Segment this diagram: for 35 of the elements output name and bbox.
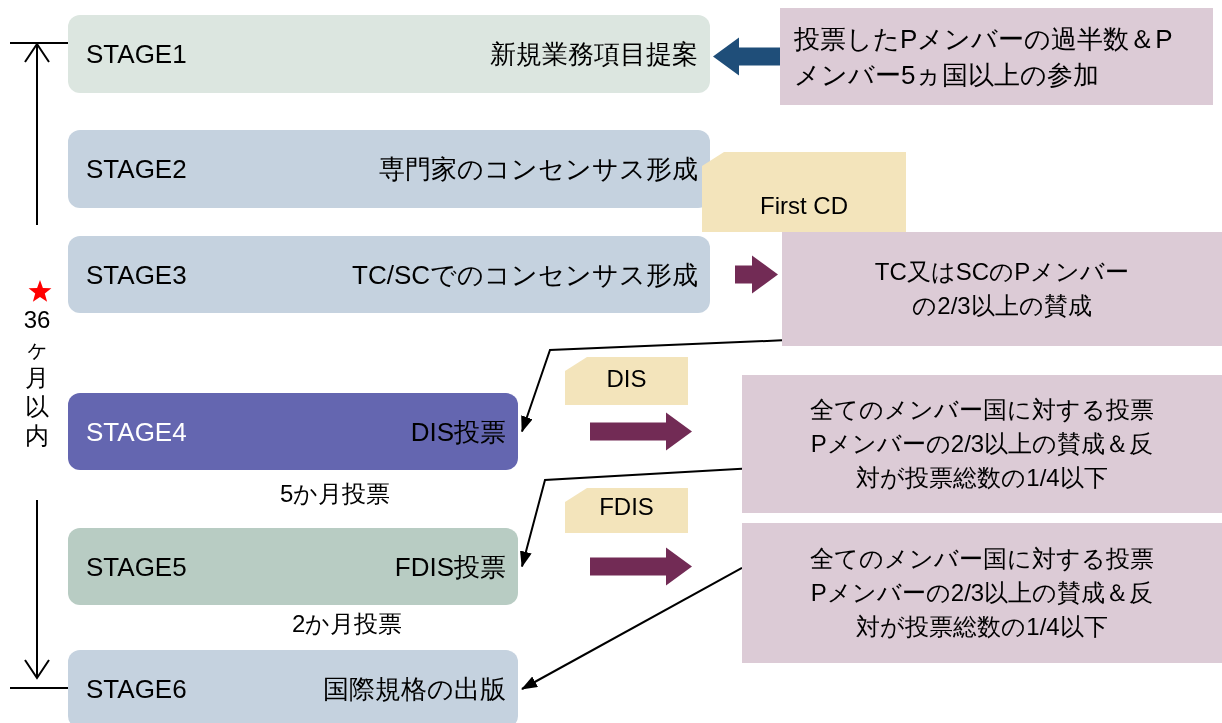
- arrow: [521, 566, 743, 690]
- condition-box: 全てのメンバー国に対する投票Pメンバーの2/3以上の賛成＆反対が投票総数の1/4以下: [742, 523, 1222, 663]
- condition-box: 全てのメンバー国に対する投票Pメンバーの2/3以上の賛成＆反対が投票総数の1/4以下: [742, 375, 1222, 513]
- stage-title: 国際規格の出版: [323, 672, 506, 706]
- stage-box: [68, 393, 518, 470]
- stage-label: STAGE5: [86, 551, 187, 582]
- duration-label: 36ヶ月以内: [22, 305, 52, 450]
- stage-title: 新規業務項目提案: [490, 37, 698, 71]
- duration-text: 2か月投票: [292, 609, 403, 639]
- arrow: [521, 339, 783, 433]
- stage-title: 専門家のコンセンサス形成: [379, 152, 698, 186]
- document-tab: First CD: [702, 152, 906, 232]
- stage-title: FDIS投票: [394, 550, 506, 583]
- stage-title: TC/SCでのコンセンサス形成: [352, 258, 698, 291]
- duration-text: 5か月投票: [280, 479, 391, 509]
- stage-box: [68, 15, 710, 93]
- condition-box: 投票したPメンバーの過半数＆Pメンバー5ヵ国以上の参加: [780, 8, 1213, 105]
- block-arrow: [590, 547, 692, 586]
- document-tab: FDIS: [565, 488, 688, 533]
- stage-label: STAGE1: [86, 38, 187, 70]
- stage-box: [68, 528, 518, 605]
- document-tab: DIS: [565, 357, 688, 405]
- stage-label: STAGE2: [86, 153, 187, 185]
- stage-label: STAGE3: [86, 259, 187, 290]
- condition-box: TC又はSCのPメンバーの2/3以上の賛成: [782, 232, 1222, 346]
- block-arrow: [713, 37, 780, 76]
- stage-box: [68, 650, 518, 723]
- arrow: [520, 467, 743, 568]
- block-arrow: [590, 412, 692, 451]
- stage-title: DIS投票: [410, 415, 506, 448]
- stage-label: STAGE4: [86, 416, 187, 447]
- stage-box: [68, 130, 710, 208]
- block-arrow: [735, 255, 778, 294]
- stage-label: STAGE6: [86, 673, 187, 705]
- stage-box: [68, 236, 710, 313]
